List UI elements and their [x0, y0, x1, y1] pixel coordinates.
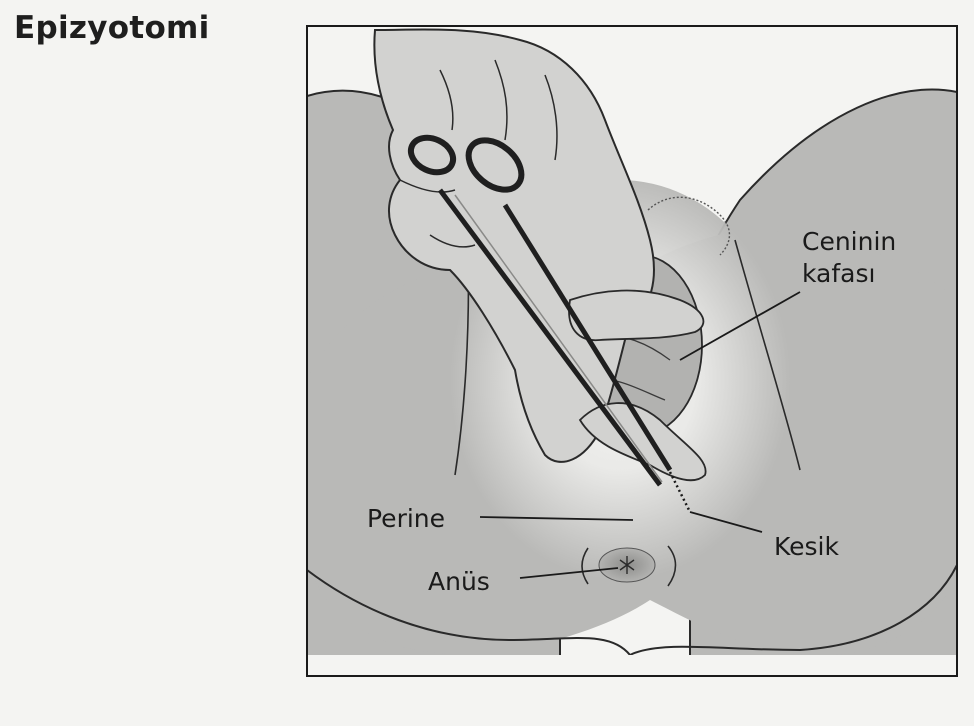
label-anus: Anüs [428, 567, 490, 596]
label-incision: Kesik [774, 532, 840, 561]
label-head-line1: Ceninin [802, 227, 896, 256]
lower-paper [307, 655, 957, 685]
label-head-line2: kafası [802, 259, 875, 288]
label-perineum: Perine [367, 504, 445, 533]
